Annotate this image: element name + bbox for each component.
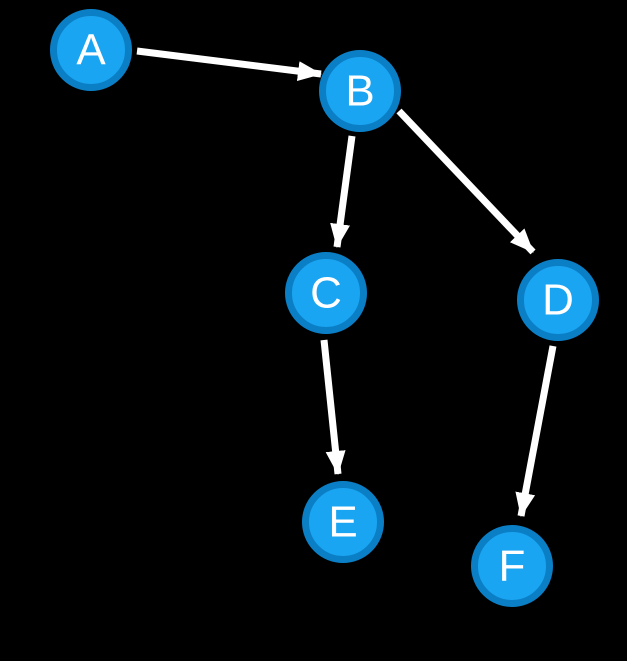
edge-C-E[interactable] [320, 339, 346, 475]
node-E[interactable]: E [302, 481, 384, 563]
edge-B-D[interactable] [396, 108, 536, 255]
node-circle[interactable] [302, 481, 384, 563]
node-B[interactable]: B [319, 50, 401, 132]
edge-D-F[interactable] [515, 345, 557, 517]
edge-B-C[interactable] [330, 135, 356, 248]
node-circle[interactable] [50, 9, 132, 91]
node-circle[interactable] [319, 50, 401, 132]
node-D[interactable]: D [517, 259, 599, 341]
node-C[interactable]: C [285, 252, 367, 334]
node-circle[interactable] [285, 252, 367, 334]
node-circle[interactable] [471, 525, 553, 607]
node-circle[interactable] [517, 259, 599, 341]
node-F[interactable]: F [471, 525, 553, 607]
edge-A-B[interactable] [136, 47, 322, 82]
node-A[interactable]: A [50, 9, 132, 91]
